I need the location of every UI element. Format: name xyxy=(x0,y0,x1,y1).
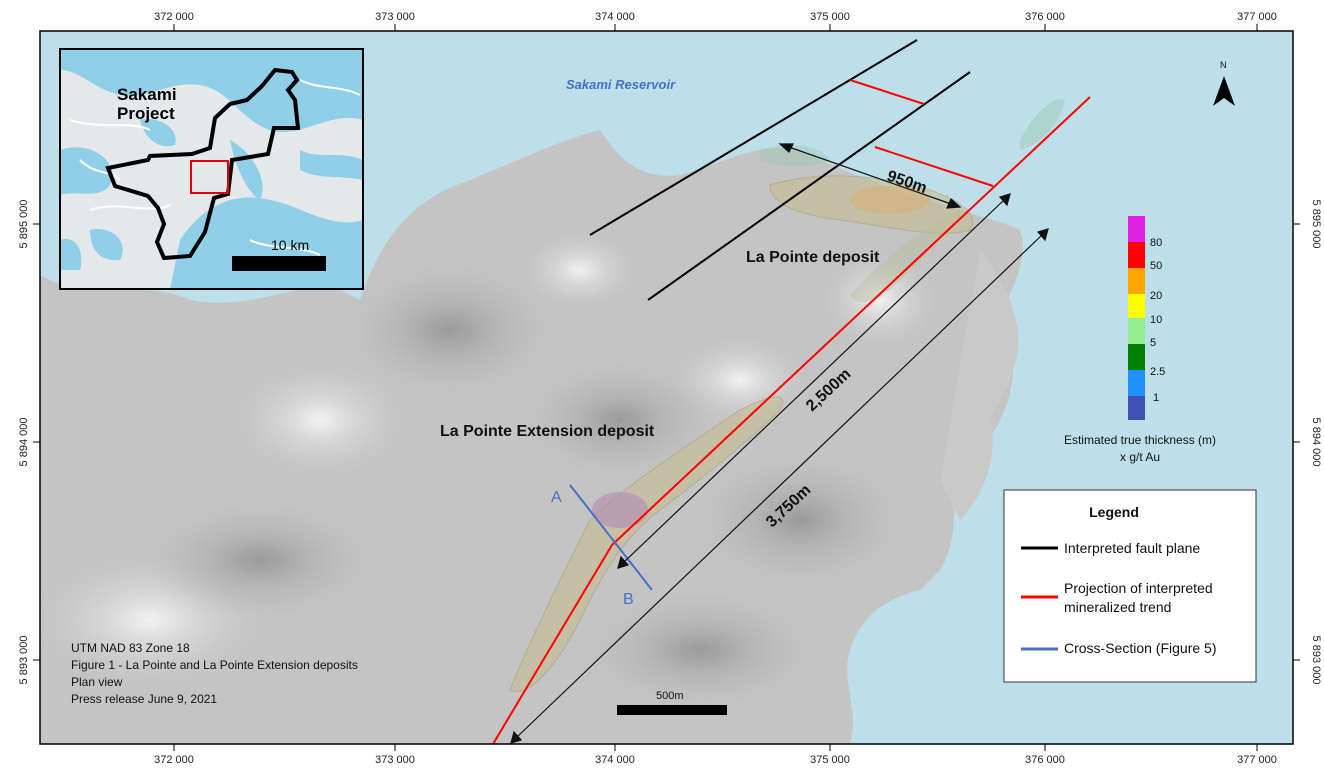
color-swatch xyxy=(1128,396,1145,420)
relief-shadow xyxy=(340,260,560,400)
color-scale-title: x g/t Au xyxy=(1120,450,1160,464)
legend-label: mineralized trend xyxy=(1064,599,1171,615)
mineralized-trend-line xyxy=(611,96,1091,546)
map-note: Figure 1 - La Pointe and La Pointe Exten… xyxy=(71,658,358,672)
color-swatch xyxy=(1128,344,1145,370)
color-scale-label: 20 xyxy=(1150,290,1162,302)
north-arrow-icon xyxy=(1213,76,1235,106)
y-tick-label: 5 893 000 xyxy=(1310,636,1322,685)
color-swatch xyxy=(1128,370,1145,396)
relief-shadow xyxy=(140,500,380,620)
map-frame xyxy=(39,30,1294,745)
x-tick-label: 377 000 xyxy=(1237,754,1277,766)
la-pointe-deposit-label: La Pointe deposit xyxy=(746,249,880,266)
mineralized-trend-line xyxy=(849,79,925,105)
high-grade-zone xyxy=(592,492,648,528)
legend-label: Cross-Section (Figure 5) xyxy=(1064,640,1217,656)
relief-highlight xyxy=(820,250,940,350)
inset-map: Sakami Project 10 km xyxy=(59,48,364,290)
legend-box: Legend Interpreted fault plane Projectio… xyxy=(1003,489,1257,683)
relief-shadow xyxy=(690,450,910,590)
x-tick-label: 375 000 xyxy=(810,754,850,766)
color-scale-label: 50 xyxy=(1150,260,1162,272)
x-tick-label: 377 000 xyxy=(1237,11,1277,23)
dimension-950m xyxy=(778,143,962,209)
la-pointe-core xyxy=(850,186,930,214)
y-tick-label: 5 893 000 xyxy=(18,636,30,685)
reservoir-label: Sakami Reservoir xyxy=(566,77,676,92)
inset-title: Sakami xyxy=(117,85,177,104)
x-tick-label: 373 000 xyxy=(375,754,415,766)
relief-shadow xyxy=(520,360,720,480)
relief-highlight xyxy=(230,360,410,480)
color-scale-label: 1 xyxy=(1153,392,1159,404)
inset-scale-label: 10 km xyxy=(271,237,309,253)
mineralized-trend-line xyxy=(874,146,994,187)
fault-plane-line xyxy=(589,39,918,236)
x-tick-label: 372 000 xyxy=(154,11,194,23)
color-swatch xyxy=(1128,242,1145,268)
map-note: Press release June 9, 2021 xyxy=(71,692,217,706)
map-note: UTM NAD 83 Zone 18 xyxy=(71,641,190,655)
color-scale-title: Estimated true thickness (m) xyxy=(1064,433,1216,447)
scale-bar xyxy=(617,705,727,715)
inset-area-of-interest xyxy=(190,160,229,194)
y-tick-label: 5 894 000 xyxy=(18,418,30,467)
dimension-2500m xyxy=(617,193,1011,569)
x-tick-label: 376 000 xyxy=(1025,754,1065,766)
la-pointe-extension-zone xyxy=(509,396,783,693)
fault-plane-line xyxy=(647,71,971,301)
north-label: N xyxy=(1220,60,1227,70)
la-pointe-north xyxy=(760,144,830,167)
cross-section-line xyxy=(569,484,653,591)
legend-label: Interpreted fault plane xyxy=(1064,540,1200,556)
legend-title: Legend xyxy=(1089,504,1139,520)
project-boundary xyxy=(105,67,301,261)
relief-highlight xyxy=(520,230,640,310)
relief-shadow xyxy=(580,590,820,710)
section-label-a: A xyxy=(551,489,562,506)
color-scale-label: 80 xyxy=(1150,237,1162,249)
x-tick-label: 374 000 xyxy=(595,754,635,766)
inset-shorelines xyxy=(69,79,361,256)
x-tick-label: 372 000 xyxy=(154,754,194,766)
thickness-color-scale: 80 50 20 10 5 2.5 1 Estimated true thick… xyxy=(1064,216,1216,464)
inset-scale-bar xyxy=(232,256,326,271)
x-tick-label: 374 000 xyxy=(595,11,635,23)
x-tick-label: 373 000 xyxy=(375,11,415,23)
color-scale-label: 10 xyxy=(1150,314,1162,326)
x-tick-label: 375 000 xyxy=(810,11,850,23)
dimension-3750m xyxy=(510,228,1049,744)
color-scale-label: 5 xyxy=(1150,337,1156,349)
y-tick-label: 5 895 000 xyxy=(1310,200,1322,249)
color-scale-label: 2.5 xyxy=(1150,366,1165,378)
la-pointe-tail xyxy=(1020,99,1065,150)
color-swatch xyxy=(1128,294,1145,318)
scale-bar-label: 500m xyxy=(656,690,684,702)
x-tick-marks xyxy=(173,24,1258,751)
map-note: Plan view xyxy=(71,675,123,689)
color-swatch xyxy=(1128,268,1145,294)
x-tick-label: 376 000 xyxy=(1025,11,1065,23)
y-tick-marks xyxy=(33,223,1300,661)
legend-label: Projection of interpreted xyxy=(1064,580,1213,596)
color-swatch xyxy=(1128,216,1145,242)
mineralized-trend-line xyxy=(492,544,613,744)
section-label-b: B xyxy=(623,591,634,608)
y-tick-label: 5 894 000 xyxy=(1310,418,1322,467)
color-swatch xyxy=(1128,318,1145,344)
land-east-shore xyxy=(940,250,1019,520)
la-pointe-link xyxy=(850,210,961,303)
inset-title: Project xyxy=(117,104,175,123)
y-tick-label: 5 895 000 xyxy=(18,200,30,249)
la-pointe-extension-deposit-label: La Pointe Extension deposit xyxy=(440,423,655,440)
